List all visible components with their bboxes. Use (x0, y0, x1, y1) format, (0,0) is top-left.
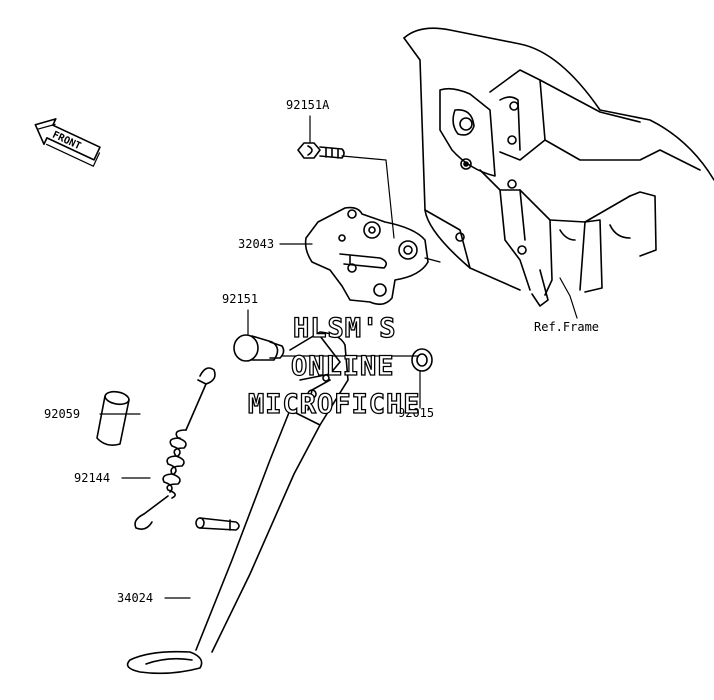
spring-92144 (134, 367, 216, 530)
watermark-line-3: MICROFICHE (247, 389, 421, 420)
nut-92015 (411, 348, 433, 372)
label-92151a: 92151A (286, 98, 330, 112)
label-92151: 92151 (222, 292, 259, 306)
bolt-92151 (233, 334, 285, 362)
label-92015: 92015 (398, 406, 435, 420)
label-ref-frame: Ref.Frame (534, 320, 600, 334)
leader-lines (99, 115, 578, 599)
sleeve-92059 (96, 390, 130, 446)
bolt-92151a (297, 142, 345, 159)
front-arrow-icon: FRONT (34, 118, 101, 167)
label-92144: 92144 (74, 471, 111, 485)
bracket-32043 (304, 206, 429, 306)
watermark-line-2: ONLINE (290, 351, 395, 382)
label-32043: 32043 (238, 237, 275, 251)
watermark-line-1: HLSM'S (292, 313, 397, 344)
label-92059: 92059 (44, 407, 81, 421)
label-34024: 34024 (117, 591, 154, 605)
frame-section (403, 27, 714, 307)
side-stand-34024 (126, 331, 349, 675)
pin (195, 517, 240, 531)
